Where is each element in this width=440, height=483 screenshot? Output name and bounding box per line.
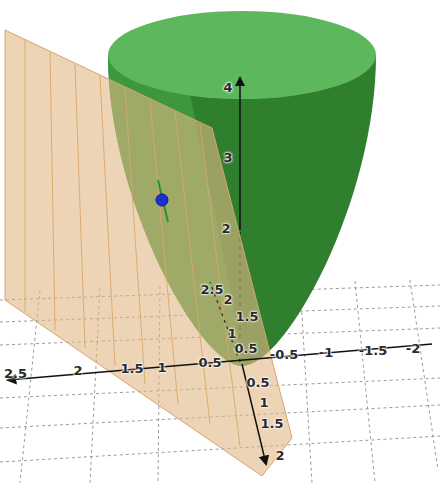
axis-tick-label: 0.5 xyxy=(245,376,270,389)
y-axis xyxy=(210,282,266,464)
axis-tick-label: -2 xyxy=(405,342,421,355)
axis-tick-label: 4 xyxy=(222,81,233,94)
axis-tick-label: 2.5 xyxy=(3,367,28,380)
axis-tick-label: 2 xyxy=(222,293,233,306)
axis-tick-label: -1.5 xyxy=(358,344,388,357)
axis-tick-label: -0.5 xyxy=(269,348,299,361)
axis-tick-label: 2 xyxy=(220,222,231,235)
x-axis xyxy=(8,344,432,380)
axis-tick-label: 1.5 xyxy=(234,310,259,323)
axis-tick-label: 0.5 xyxy=(233,342,258,355)
plane xyxy=(5,30,292,476)
axis-tick-label: 2.5 xyxy=(199,283,224,296)
point xyxy=(156,180,168,222)
axis-tick-label: 1.5 xyxy=(119,362,144,375)
axis-tick-label: 1.5 xyxy=(259,417,284,430)
axis-tick-label: 2 xyxy=(274,449,285,462)
axis-tick-label: 1 xyxy=(156,361,167,374)
axis-tick-label: -1 xyxy=(318,346,334,359)
axis-tick-label: 1 xyxy=(258,396,269,409)
axis-tick-label: 1 xyxy=(226,327,237,340)
axis-tick-label: 2 xyxy=(72,364,83,377)
axis-tick-label: 0.5 xyxy=(197,356,222,369)
axis-tick-label: 3 xyxy=(222,151,233,164)
